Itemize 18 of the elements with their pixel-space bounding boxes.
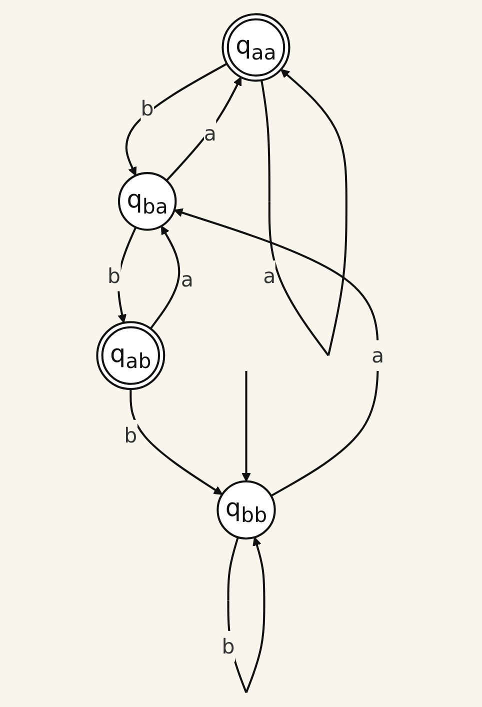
edge-label: b	[141, 96, 154, 121]
edge-label: b	[124, 422, 138, 448]
arrow	[130, 389, 224, 495]
arrow	[242, 370, 252, 482]
arrow	[150, 226, 180, 330]
node-circle: q$_{ab}$	[96, 321, 166, 390]
arrow	[166, 76, 242, 182]
node-circle: q$_{bb}$	[217, 480, 276, 540]
edge-label: a	[263, 264, 276, 288]
arrow	[174, 208, 380, 497]
edge-label: a	[372, 343, 384, 368]
arrow	[126, 62, 228, 176]
edge-label: b	[108, 264, 121, 288]
edge-label: b	[222, 634, 236, 659]
edge-label: a	[204, 120, 217, 146]
node-circle: q$_{ba}$	[118, 172, 178, 231]
edge-label: a	[181, 266, 194, 292]
node-circle: q$_{aa}$	[222, 13, 291, 82]
